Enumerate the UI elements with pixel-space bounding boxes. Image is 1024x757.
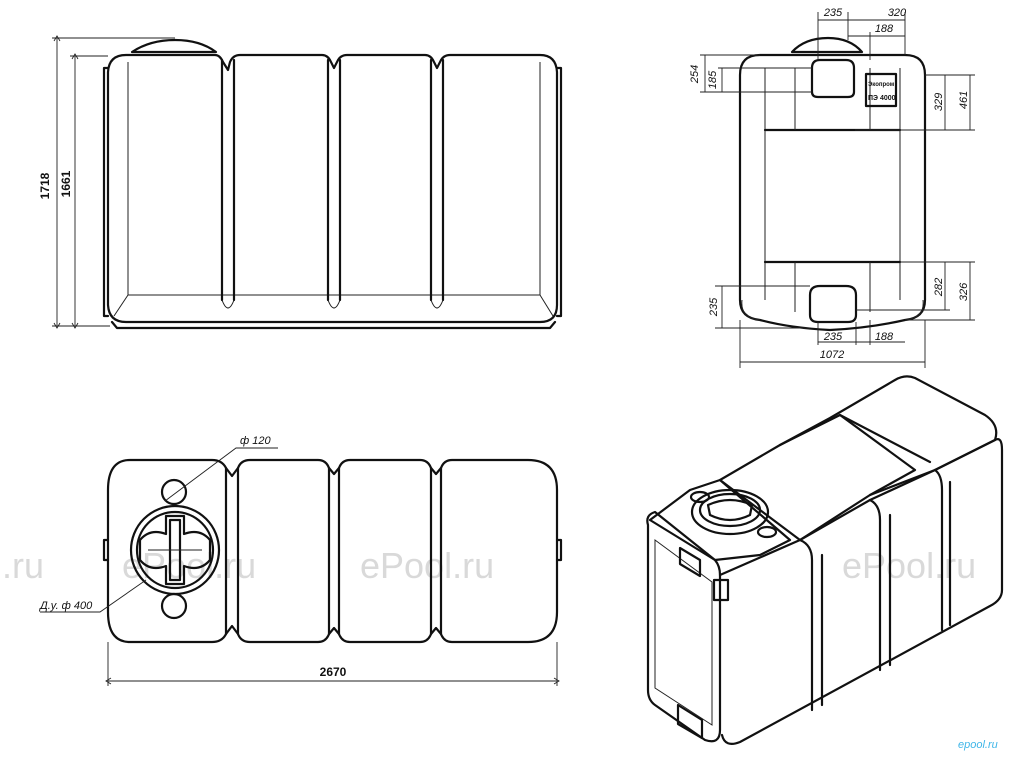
iso-small-hole: [689, 490, 711, 504]
top-leader-120: [164, 447, 278, 502]
side-label-brand: Экопром: [868, 82, 895, 88]
top-length-arrows: [105, 677, 560, 685]
dim-1718: 1718: [38, 172, 52, 199]
top-small-hole-upper: [160, 478, 188, 506]
top-body-outline: [106, 458, 559, 644]
top-small-hole-lower: [160, 592, 188, 620]
dim-329: 329: [933, 93, 945, 111]
top-rib-2: [327, 466, 341, 636]
iso-top-groove: [838, 413, 932, 464]
side-view: Экопром ПЭ 4000 235 320 188 254 185 329 …: [689, 7, 975, 368]
side-right-dimlines-bottom: [944, 262, 971, 320]
dim-top-235: 235: [823, 7, 843, 19]
dim-282: 282: [933, 278, 945, 297]
iso-hatch-inner: [698, 492, 762, 528]
side-right-dimlines-top: [944, 75, 971, 130]
front-rib-1: [220, 58, 236, 302]
top-length-ext: [107, 642, 558, 686]
top-rib-1: [224, 466, 240, 636]
top-hatch-inner: [135, 510, 215, 590]
dim-1661: 1661: [59, 170, 73, 197]
front-view: 1718 1661: [38, 35, 563, 330]
side-bottom-niche: [808, 284, 858, 324]
iso-front-niche: [676, 703, 704, 740]
side-panel-lines: [763, 128, 902, 264]
front-body-outline: [106, 53, 559, 324]
side-right-ext-bottom: [856, 261, 975, 321]
corner-logo: epool.ru: [958, 739, 998, 751]
dim-top-320: 320: [888, 7, 907, 19]
side-label-model: ПЭ 4000: [868, 95, 896, 102]
front-dim-arrows: [53, 35, 79, 329]
front-rib-feet: [221, 299, 444, 309]
isometric-view: [646, 375, 1004, 745]
side-top-niche: [810, 58, 856, 99]
dim-254: 254: [689, 65, 701, 84]
iso-hatch-handle: [706, 498, 754, 522]
dim-top-188: 188: [875, 23, 894, 35]
side-label-plate: [864, 72, 898, 108]
top-leader-400: [40, 579, 147, 613]
top-hatch-bar: [168, 518, 182, 582]
iso-side-ribs-2: [820, 480, 952, 707]
front-rib-3: [429, 58, 445, 302]
watermark-0: l.ru: [0, 545, 44, 586]
side-top-dimlines: [818, 19, 905, 37]
side-right-ext-top: [855, 74, 975, 131]
dim-phi-120: ф 120: [240, 435, 271, 447]
iso-hatch-outer: [690, 488, 770, 536]
front-right-nub: [555, 66, 563, 318]
iso-side-ribs: [798, 468, 944, 712]
side-left-ext-bottom: [715, 285, 810, 329]
iso-front-niche-top: [678, 546, 702, 578]
watermark-3: ePool.ru: [842, 545, 976, 586]
dim-bottom-188: 188: [875, 331, 894, 343]
front-rib-2: [326, 58, 342, 302]
side-left-dimlines: [704, 55, 723, 92]
iso-side-face: [718, 438, 1004, 745]
iso-front-inner: [654, 539, 713, 726]
side-niche-lines: [794, 68, 871, 312]
iso-top-front: [648, 478, 792, 562]
dim-461: 461: [958, 91, 970, 109]
side-bottom-ext: [739, 320, 926, 368]
dim-326: 326: [958, 282, 970, 301]
dim-1072: 1072: [820, 349, 844, 361]
side-hatch-cap: [790, 36, 864, 54]
front-base: [110, 320, 557, 330]
front-inner-right: [539, 62, 554, 317]
dim-185: 185: [707, 70, 719, 89]
dim-dn-400: Д.у. ф 400: [38, 600, 93, 612]
side-inner-walls: [764, 68, 901, 300]
iso-front-face: [646, 510, 722, 743]
side-top-ext: [817, 12, 906, 60]
front-left-nub: [102, 66, 110, 318]
side-bottom-dimlines: [740, 341, 925, 363]
dim-2670: 2670: [320, 665, 347, 679]
front-inner-left: [113, 62, 129, 317]
front-hatch-cap: [130, 38, 218, 54]
side-left-ext: [700, 54, 812, 93]
dim-bottom-235: 235: [823, 331, 843, 343]
iso-top-seg2: [778, 375, 998, 497]
top-rib-3: [429, 466, 443, 636]
dim-left-235: 235: [708, 297, 720, 317]
side-feet: [741, 299, 924, 321]
iso-label-plate: [712, 578, 730, 602]
top-view: ф 120 Д.у. ф 400 2670: [38, 435, 563, 686]
top-hatch-handle: [138, 514, 212, 586]
iso-small-hole-2: [756, 525, 778, 539]
front-dim-lines: [56, 38, 76, 326]
top-side-nubs: [102, 538, 563, 562]
top-hatch-outer: [129, 504, 221, 596]
watermark-2: ePool.ru: [360, 545, 494, 586]
